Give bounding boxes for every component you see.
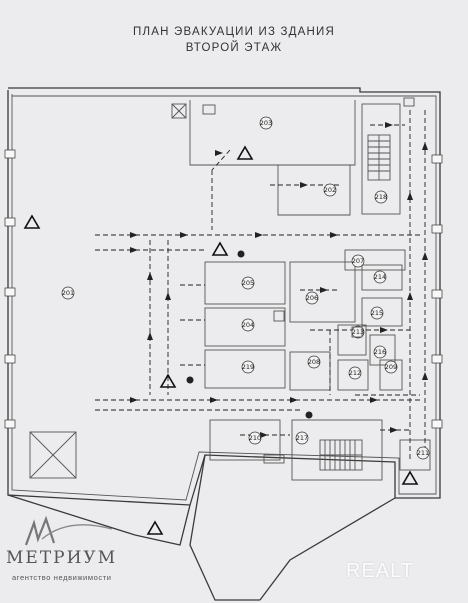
warning-triangle-icon [146, 520, 164, 535]
room-label-214: 214 [373, 270, 387, 284]
svg-text:204: 204 [242, 321, 254, 329]
room-label-218: 218 [374, 190, 388, 204]
svg-text:216: 216 [374, 348, 386, 356]
svg-text:219: 219 [242, 363, 254, 371]
plan-subtitle: ВТОРОЙ ЭТАЖ [185, 42, 283, 54]
room-label-201: 201 [61, 286, 75, 300]
svg-text:205: 205 [242, 279, 254, 287]
svg-text:207: 207 [352, 257, 364, 265]
room-label-212: 212 [348, 366, 362, 380]
svg-text:217: 217 [296, 434, 308, 442]
room-labels: 201 202 203 204 205 206 207 208 209 210 … [61, 116, 430, 460]
room-label-217: 217 [295, 431, 309, 445]
room-label-208: 208 [307, 355, 321, 369]
svg-text:218: 218 [375, 193, 387, 201]
warning-triangle-icon [236, 145, 254, 160]
warning-triangle-icon [211, 241, 229, 256]
stair-218-steps [367, 134, 391, 181]
svg-text:201: 201 [62, 289, 74, 297]
plan-title: ПЛАН ЭВАКУАЦИИ ИЗ ЗДАНИЯ [133, 26, 335, 38]
room-label-203: 203 [259, 116, 273, 130]
room-label-215: 215 [370, 306, 384, 320]
logo-name: МЕТРИУМ [6, 548, 118, 568]
room-label-210: 210 [248, 431, 262, 445]
evacuation-routes [95, 110, 426, 460]
realt-watermark: REALT [346, 560, 414, 582]
fire-extinguisher-icons [186, 250, 313, 419]
fire-extinguisher-icon [186, 376, 194, 384]
svg-text:212: 212 [349, 369, 361, 377]
room-label-219: 219 [241, 360, 255, 374]
svg-text:215: 215 [371, 309, 383, 317]
warning-triangle-icon [23, 214, 41, 229]
svg-text:213: 213 [352, 328, 364, 336]
metrium-logo-icon [24, 515, 113, 546]
room-label-209: 209 [384, 360, 398, 374]
internal-walls [29, 100, 431, 481]
fixtures [202, 97, 415, 464]
room-label-207: 207 [351, 254, 365, 268]
stair-217-steps [319, 439, 363, 471]
fire-extinguisher-icon [237, 250, 245, 258]
warning-triangle-icons [23, 145, 419, 535]
route-arrows [130, 122, 428, 438]
room-label-205: 205 [241, 276, 255, 290]
warning-triangle-icon [159, 373, 177, 388]
logo-tagline: агентство недвижимости [12, 573, 112, 582]
svg-text:209: 209 [385, 363, 397, 371]
svg-text:208: 208 [308, 358, 320, 366]
room-label-202: 202 [323, 183, 337, 197]
svg-text:210: 210 [249, 434, 261, 442]
room-label-206: 206 [305, 291, 319, 305]
svg-text:202: 202 [324, 186, 336, 194]
fire-extinguisher-icon [305, 411, 313, 419]
room-label-216: 216 [373, 345, 387, 359]
svg-text:214: 214 [374, 273, 386, 281]
svg-text:203: 203 [260, 119, 272, 127]
room-label-204: 204 [241, 318, 255, 332]
svg-text:206: 206 [306, 294, 318, 302]
room-label-211: 211 [416, 446, 430, 460]
windows [4, 149, 443, 429]
svg-text:211: 211 [417, 449, 429, 457]
warning-triangle-icon [401, 470, 419, 485]
